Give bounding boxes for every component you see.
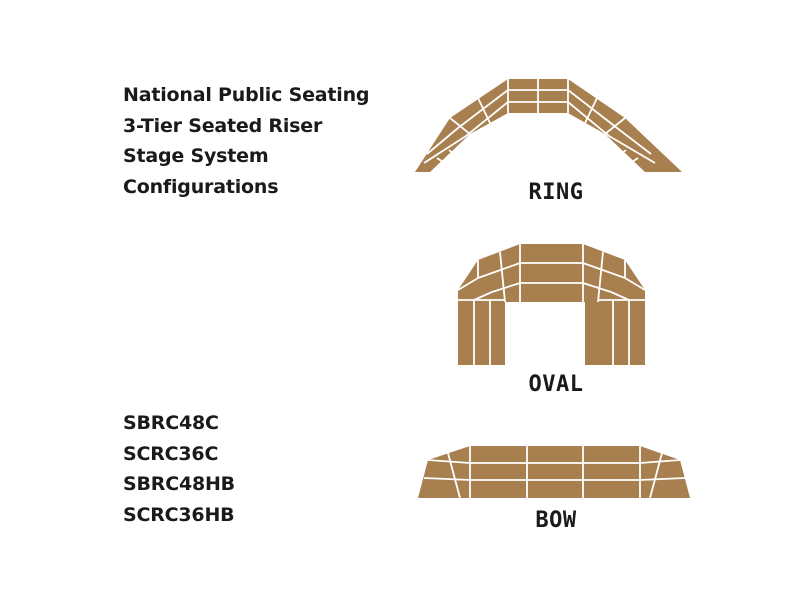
ring-riser-shape: [415, 79, 682, 173]
title-line-2: 3-Tier Seated Riser: [123, 114, 323, 137]
ring-label: RING: [528, 180, 584, 205]
bow-riser-shape: [418, 446, 690, 499]
model-item: SBRC48HB: [123, 473, 235, 495]
bow-label: BOW: [535, 508, 577, 533]
oval-riser-shape: [457, 244, 646, 365]
model-item: SBRC48C: [123, 412, 219, 434]
title-line-1: National Public Seating: [123, 84, 370, 106]
title-line-3: Stage System: [123, 145, 269, 167]
model-item: SCRC36C: [123, 442, 219, 465]
oval-label: OVAL: [528, 372, 584, 397]
model-list: SBRC48C SCRC36C SBRC48HB SCRC36HB: [123, 408, 235, 530]
page-title: National Public Seating 3-Tier Seated Ri…: [123, 80, 370, 202]
model-item: SCRC36HB: [123, 503, 235, 526]
title-line-4: Configurations: [123, 175, 279, 198]
